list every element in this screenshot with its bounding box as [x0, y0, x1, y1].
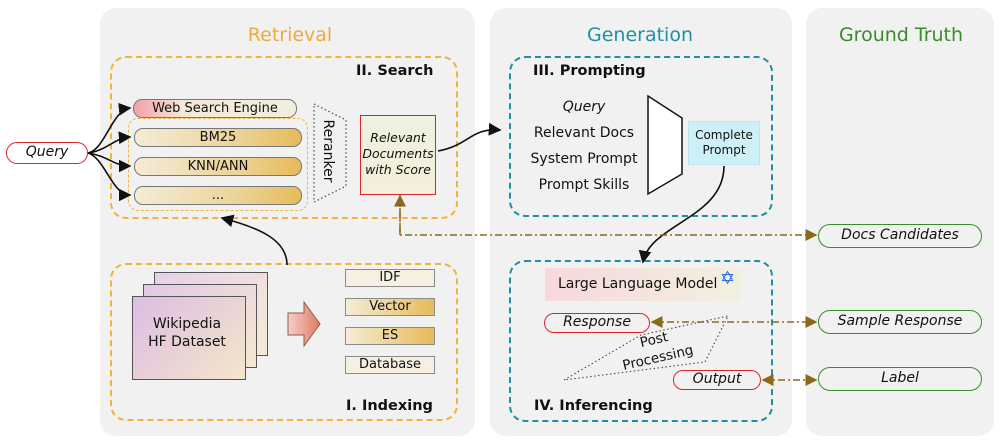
- ground-truth-panel: [806, 8, 994, 436]
- es-store: ES: [345, 327, 435, 345]
- bm25-pill: BM25: [134, 128, 302, 147]
- output-oval: Output: [673, 370, 761, 390]
- star-of-david-icon: ✡: [720, 268, 736, 289]
- search-section-title: II. Search: [356, 63, 434, 79]
- knn-ann-pill: KNN/ANN: [134, 157, 302, 176]
- dataset-label-line1: Wikipedia: [152, 316, 222, 332]
- prompting-section-title: III. Prompting: [533, 63, 646, 79]
- ellipsis-pill: ...: [134, 186, 302, 205]
- response-oval: Response: [544, 313, 650, 333]
- complete-prompt-label: Complete Prompt: [695, 128, 753, 157]
- prompt-input-query: Query: [562, 99, 606, 115]
- generation-title: Generation: [587, 24, 693, 46]
- llm-label: Large Language Model: [558, 276, 718, 292]
- vector-store: Vector: [345, 298, 435, 316]
- idf-store: IDF: [345, 269, 435, 287]
- label-oval: Label: [818, 367, 982, 391]
- dataset-card-front: [132, 296, 246, 380]
- complete-prompt-box: Complete Prompt: [688, 121, 760, 165]
- query-oval: Query: [6, 142, 88, 164]
- relevant-documents-box: Relevant Documents with Score: [360, 115, 436, 195]
- template-label: Template: [652, 114, 668, 178]
- docs-candidates-oval: Docs Candidates: [818, 224, 982, 248]
- reranker-label: Reranker: [320, 119, 336, 183]
- relevant-documents-label: Relevant Documents with Score: [362, 130, 434, 177]
- retrieval-title: Retrieval: [247, 24, 333, 46]
- llm-box: [545, 268, 741, 301]
- inferencing-section-title: IV. Inferencing: [534, 398, 653, 414]
- prompt-input-system-prompt: System Prompt: [530, 151, 638, 167]
- database-store: Database: [345, 356, 435, 374]
- web-search-engine-pill: Web Search Engine: [133, 99, 297, 118]
- prompt-input-relevant-docs: Relevant Docs: [533, 125, 635, 141]
- ground-truth-title: Ground Truth: [838, 24, 964, 46]
- dataset-label-line2: HF Dataset: [148, 334, 226, 350]
- indexing-section-title: I. Indexing: [346, 398, 433, 414]
- prompt-input-prompt-skills: Prompt Skills: [538, 177, 630, 193]
- sample-response-oval: Sample Response: [818, 310, 982, 334]
